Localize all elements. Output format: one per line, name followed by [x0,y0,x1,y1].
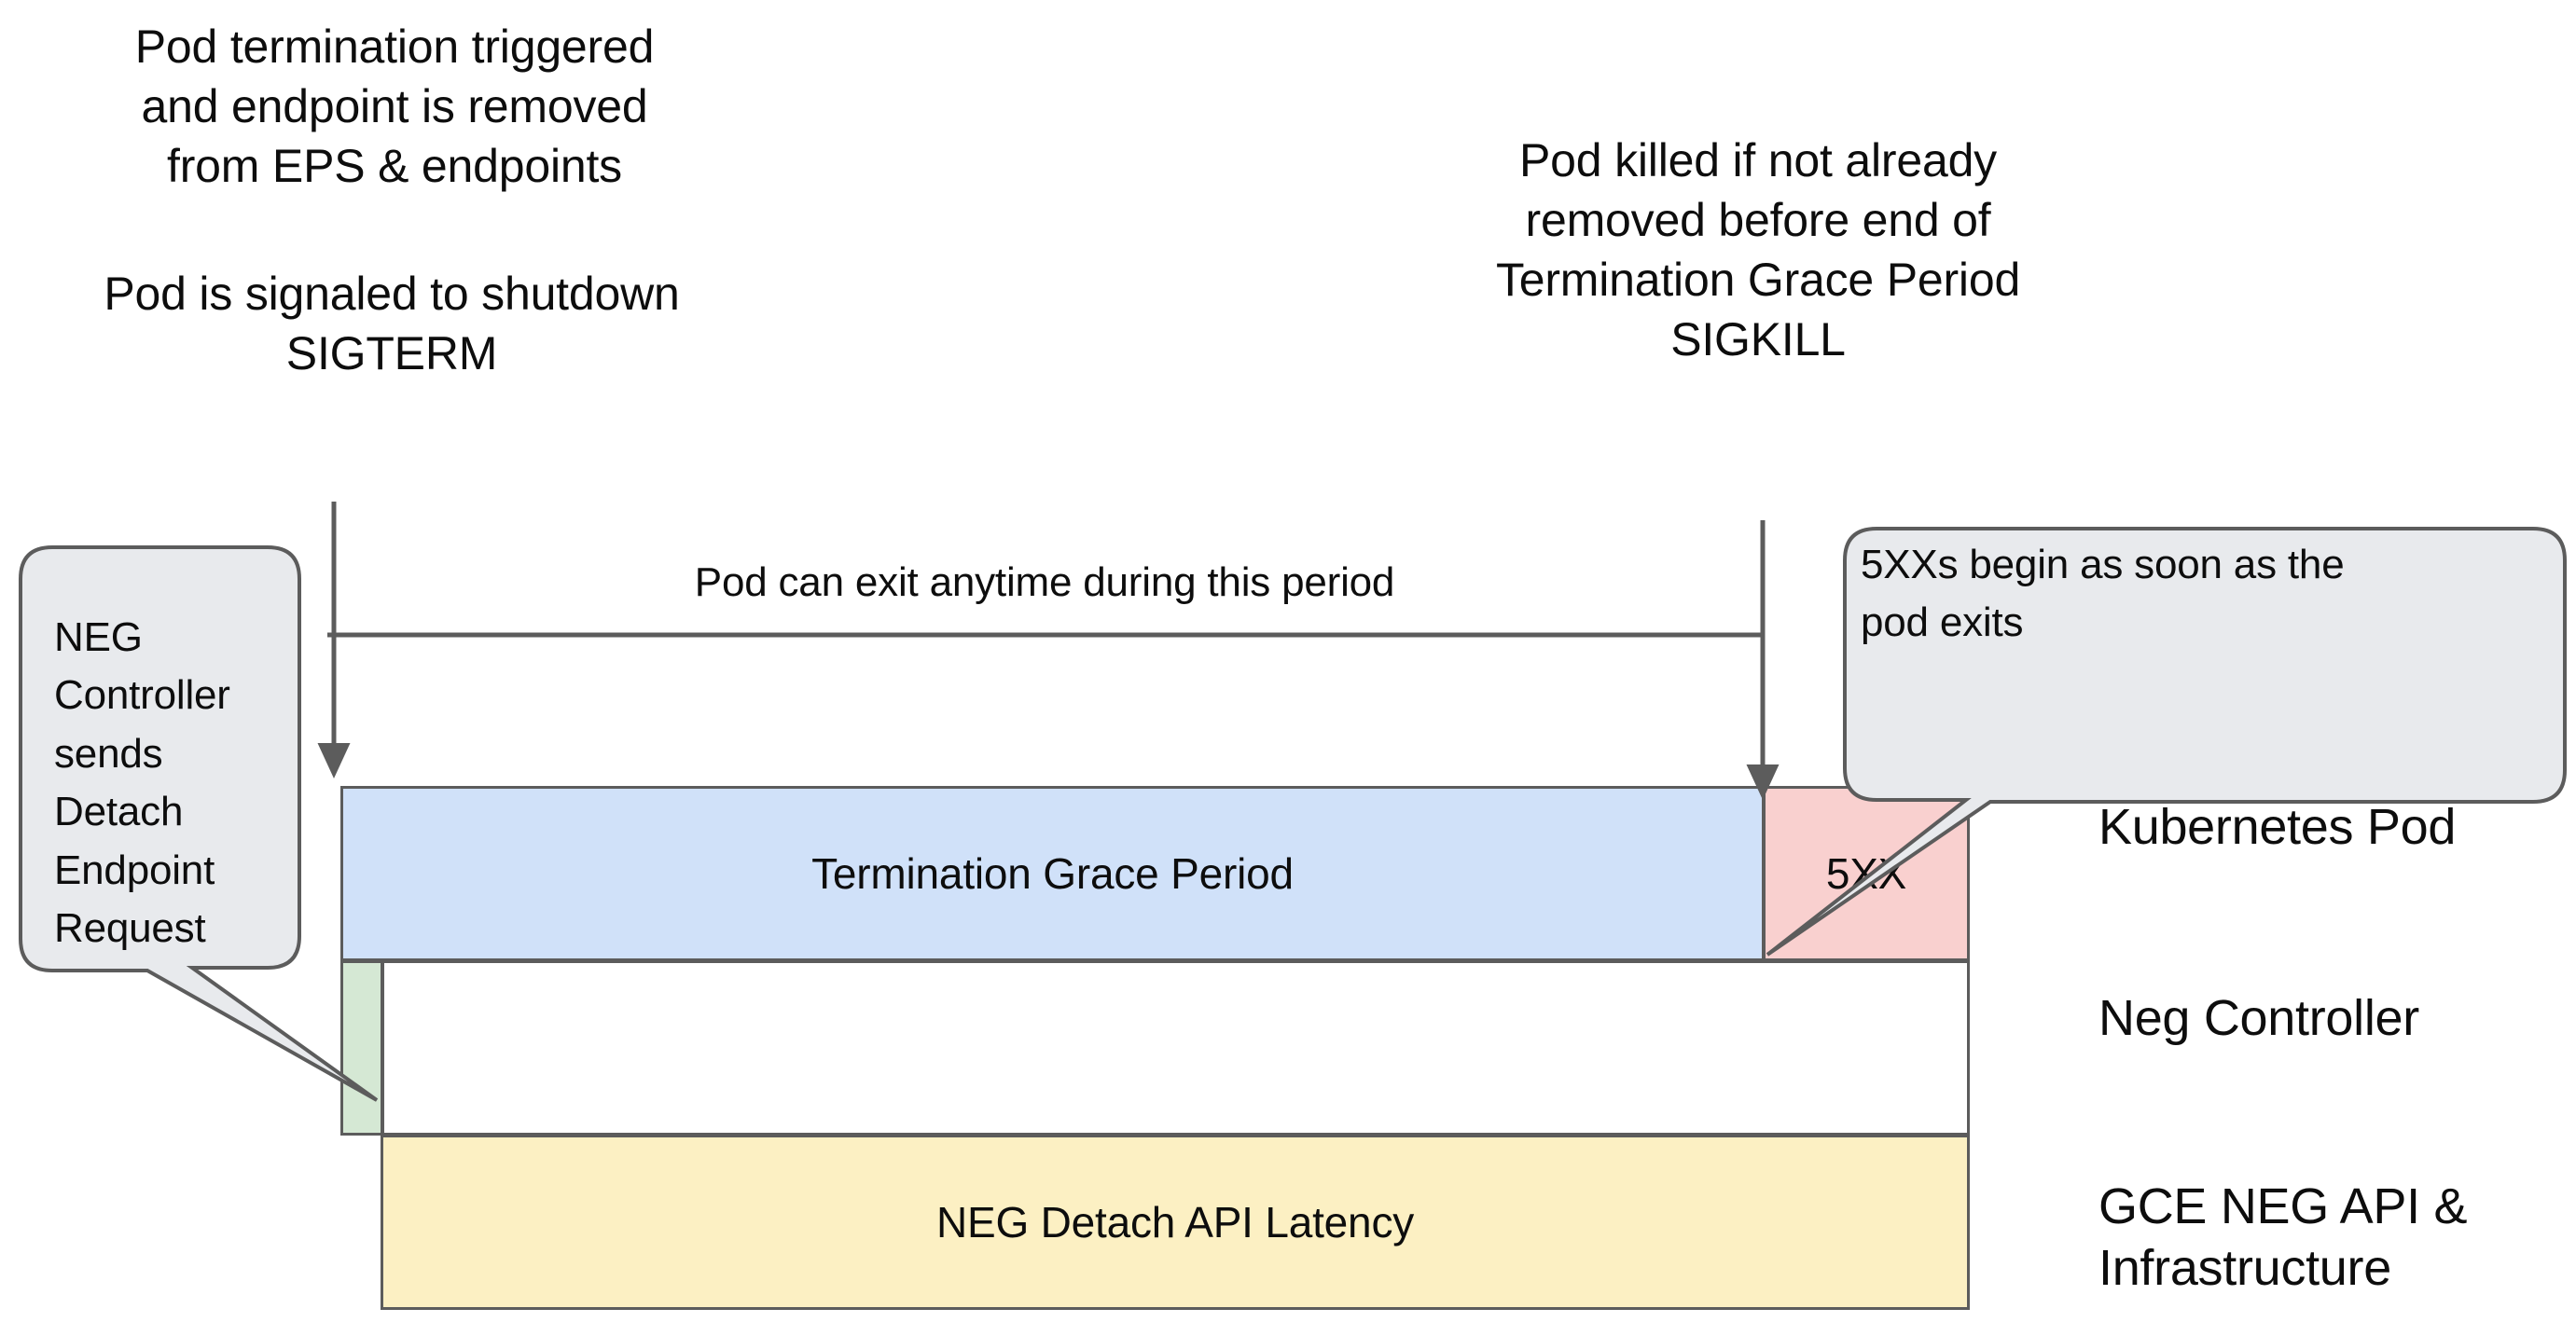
row-label-kubernetes-pod: Kubernetes Pod [2098,799,2457,855]
annotation-pod-sigkill: Pod killed if not already removed before… [1495,134,2021,365]
bar-neg-detach-api-latency: NEG Detach API Latency [381,1135,1970,1310]
bar-termination-grace-period: Termination Grace Period [340,786,1765,961]
callout-text-5xx: 5XXs begin as soon as the pod exits [1861,542,2345,646]
bar-label-neg-detach-api-latency: NEG Detach API Latency [935,1198,1415,1246]
callout-bubble-neg-controller [19,545,379,1102]
caption-pod-can-exit: Pod can exit anytime during this period [694,559,1395,605]
callout-bubble-5xx [1766,527,2567,957]
row-label-gce-neg-api: GCE NEG API & Infrastructure [2098,1178,2468,1296]
callout-text-neg-controller: NEG Controller sends Detach Endpoint Req… [54,614,230,952]
row-label-neg-controller: Neg Controller [2098,990,2419,1046]
bar-neg-controller-row [381,960,1970,1136]
annotation-pod-termination: Pod termination triggered and endpoint i… [134,21,655,192]
bar-neg-detach-request [340,960,383,1136]
bar-label-termination-grace-period: Termination Grace Period [811,849,1294,898]
annotation-pod-sigterm: Pod is signaled to shutdown SIGTERM [104,268,680,379]
